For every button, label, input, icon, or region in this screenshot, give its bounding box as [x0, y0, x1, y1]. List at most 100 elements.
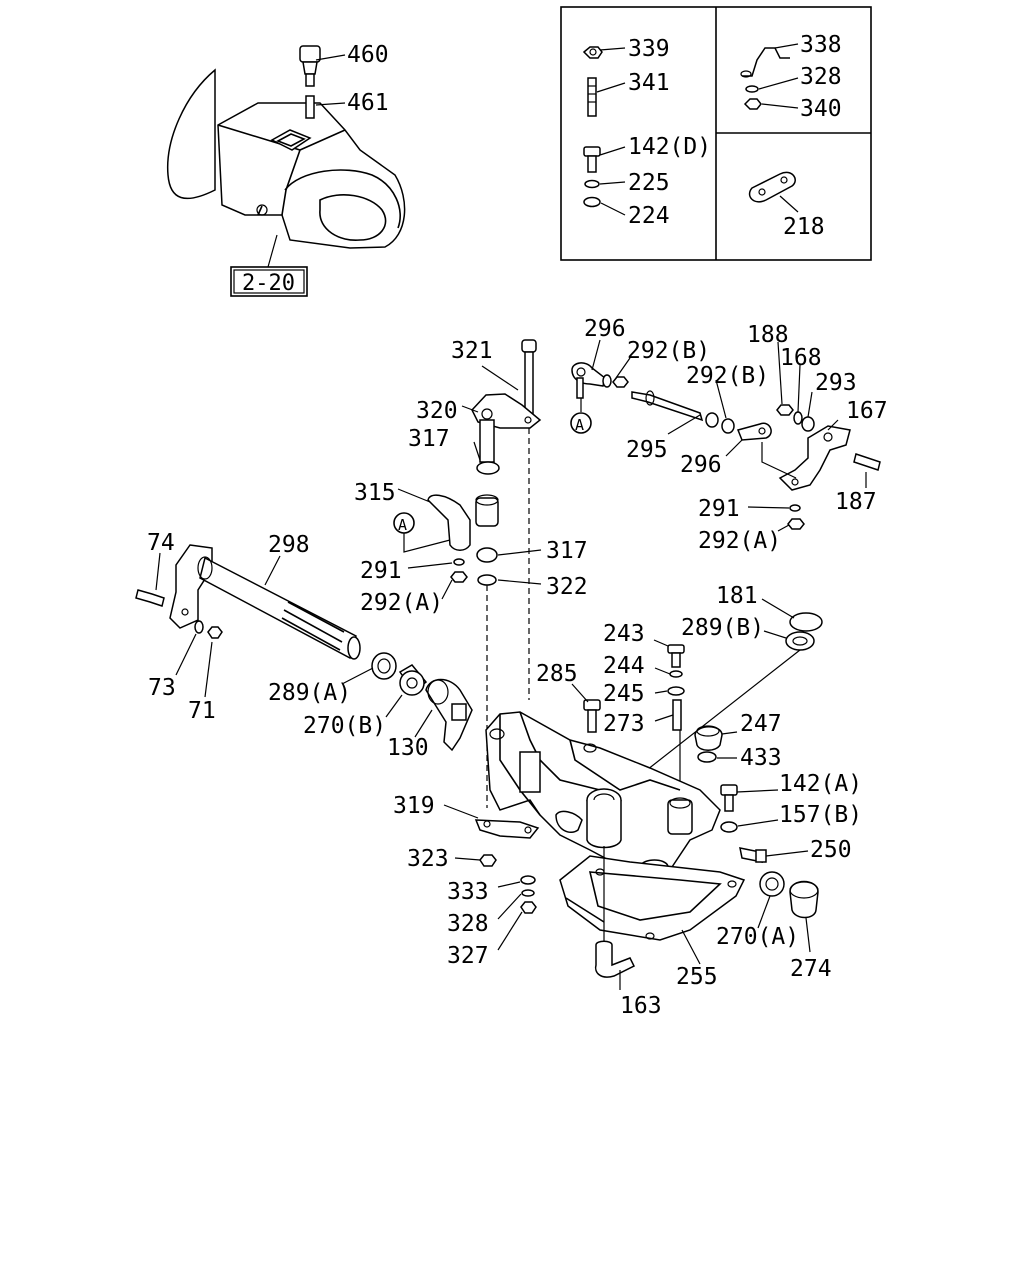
clip-338 [740, 47, 790, 78]
label-247: 247 [740, 711, 782, 737]
ref-circle-a-left-label: A [398, 516, 407, 534]
label-293: 293 [815, 370, 857, 396]
nut-327 [520, 901, 537, 914]
label-296-lower: 296 [680, 452, 722, 478]
bearing-289A [371, 652, 397, 680]
washer-328-inset [745, 85, 759, 93]
label-289A: 289(A) [268, 680, 351, 706]
label-187: 187 [835, 489, 877, 515]
washer-244 [669, 670, 683, 678]
label-243: 243 [603, 621, 645, 647]
label-163: 163 [620, 993, 662, 1019]
label-328-inset: 328 [800, 64, 842, 90]
label-168: 168 [780, 345, 822, 371]
lever-319 [474, 819, 540, 839]
label-225: 225 [628, 170, 670, 196]
rod-end-296-upper [571, 362, 606, 399]
nut-339 [582, 46, 603, 59]
lever-130 [425, 678, 473, 752]
label-292A-right: 292(A) [698, 528, 781, 554]
nut-292B-right [705, 412, 719, 428]
washer-291-right [789, 504, 801, 512]
label-317-upper: 317 [408, 426, 450, 452]
label-292A-left: 292(A) [360, 590, 443, 616]
nut-292B-left [612, 376, 629, 388]
bearing-270B [398, 664, 428, 696]
label-273: 273 [603, 711, 645, 737]
label-323: 323 [407, 846, 449, 872]
rod-end-296-lower [736, 422, 772, 441]
washer-245 [667, 686, 685, 696]
washer-157B [720, 821, 738, 833]
label-74: 74 [147, 530, 175, 556]
nut-188 [776, 404, 794, 416]
washer-168 [793, 411, 803, 425]
label-295: 295 [626, 437, 668, 463]
label-181: 181 [716, 583, 758, 609]
label-317-lower: 317 [546, 538, 588, 564]
label-188: 188 [747, 322, 789, 348]
washer-225 [584, 179, 600, 189]
label-333: 333 [447, 879, 489, 905]
label-245: 245 [603, 681, 645, 707]
label-341: 341 [628, 70, 670, 96]
bolt-250 [739, 847, 767, 863]
label-292B-upper: 292(B) [627, 338, 710, 364]
label-255: 255 [676, 964, 718, 990]
reference-box: 2-20 [230, 266, 308, 297]
rod-295 [631, 390, 704, 422]
transmission-assembly [166, 68, 406, 249]
washer-322 [477, 574, 497, 586]
label-319: 319 [393, 793, 435, 819]
label-322: 322 [546, 574, 588, 600]
washer-333 [520, 875, 536, 885]
fastener-inset-table [560, 6, 872, 261]
label-244: 244 [603, 653, 645, 679]
shaft-298 [169, 544, 361, 660]
washer-328 [521, 889, 535, 897]
pin-273 [672, 699, 682, 731]
nut-323 [479, 854, 497, 867]
label-339: 339 [628, 36, 670, 62]
label-460: 460 [347, 42, 389, 68]
label-250: 250 [810, 837, 852, 863]
label-270A: 270(A) [716, 924, 799, 950]
bolt-142A [720, 784, 738, 812]
plate-218 [748, 171, 796, 203]
label-327: 327 [447, 943, 489, 969]
label-433: 433 [740, 745, 782, 771]
label-321: 321 [451, 338, 493, 364]
label-73: 73 [148, 675, 176, 701]
label-270B: 270(B) [303, 713, 386, 739]
label-142D: 142(D) [628, 134, 711, 160]
label-298: 298 [268, 532, 310, 558]
ref-circle-a-right-label: A [575, 416, 584, 434]
label-167: 167 [846, 398, 888, 424]
bolt-460 [299, 45, 321, 87]
label-274: 274 [790, 956, 832, 982]
label-224: 224 [628, 203, 670, 229]
label-291-right: 291 [698, 496, 740, 522]
nut-292A-left [450, 571, 468, 583]
label-328: 328 [447, 911, 489, 937]
lever-163 [594, 940, 636, 978]
nut-71 [207, 626, 223, 639]
label-142A: 142(A) [779, 771, 862, 797]
bracket-167 [778, 425, 851, 491]
label-289B: 289(B) [681, 615, 764, 641]
label-292B-lower: 292(B) [686, 363, 769, 389]
washer-293 [801, 416, 815, 432]
bolt-142D [583, 146, 601, 173]
nut-292A-right [787, 518, 805, 530]
washer-224 [583, 196, 601, 208]
label-296-upper: 296 [584, 316, 626, 342]
stud-341 [587, 77, 597, 117]
label-130: 130 [387, 735, 429, 761]
ref-circle-a-right [570, 412, 592, 434]
reference-box-label: 2-20 [242, 271, 295, 296]
label-320: 320 [416, 398, 458, 424]
bushing-317-lower [476, 547, 498, 563]
label-218: 218 [783, 214, 825, 240]
bolt-243 [667, 644, 685, 668]
